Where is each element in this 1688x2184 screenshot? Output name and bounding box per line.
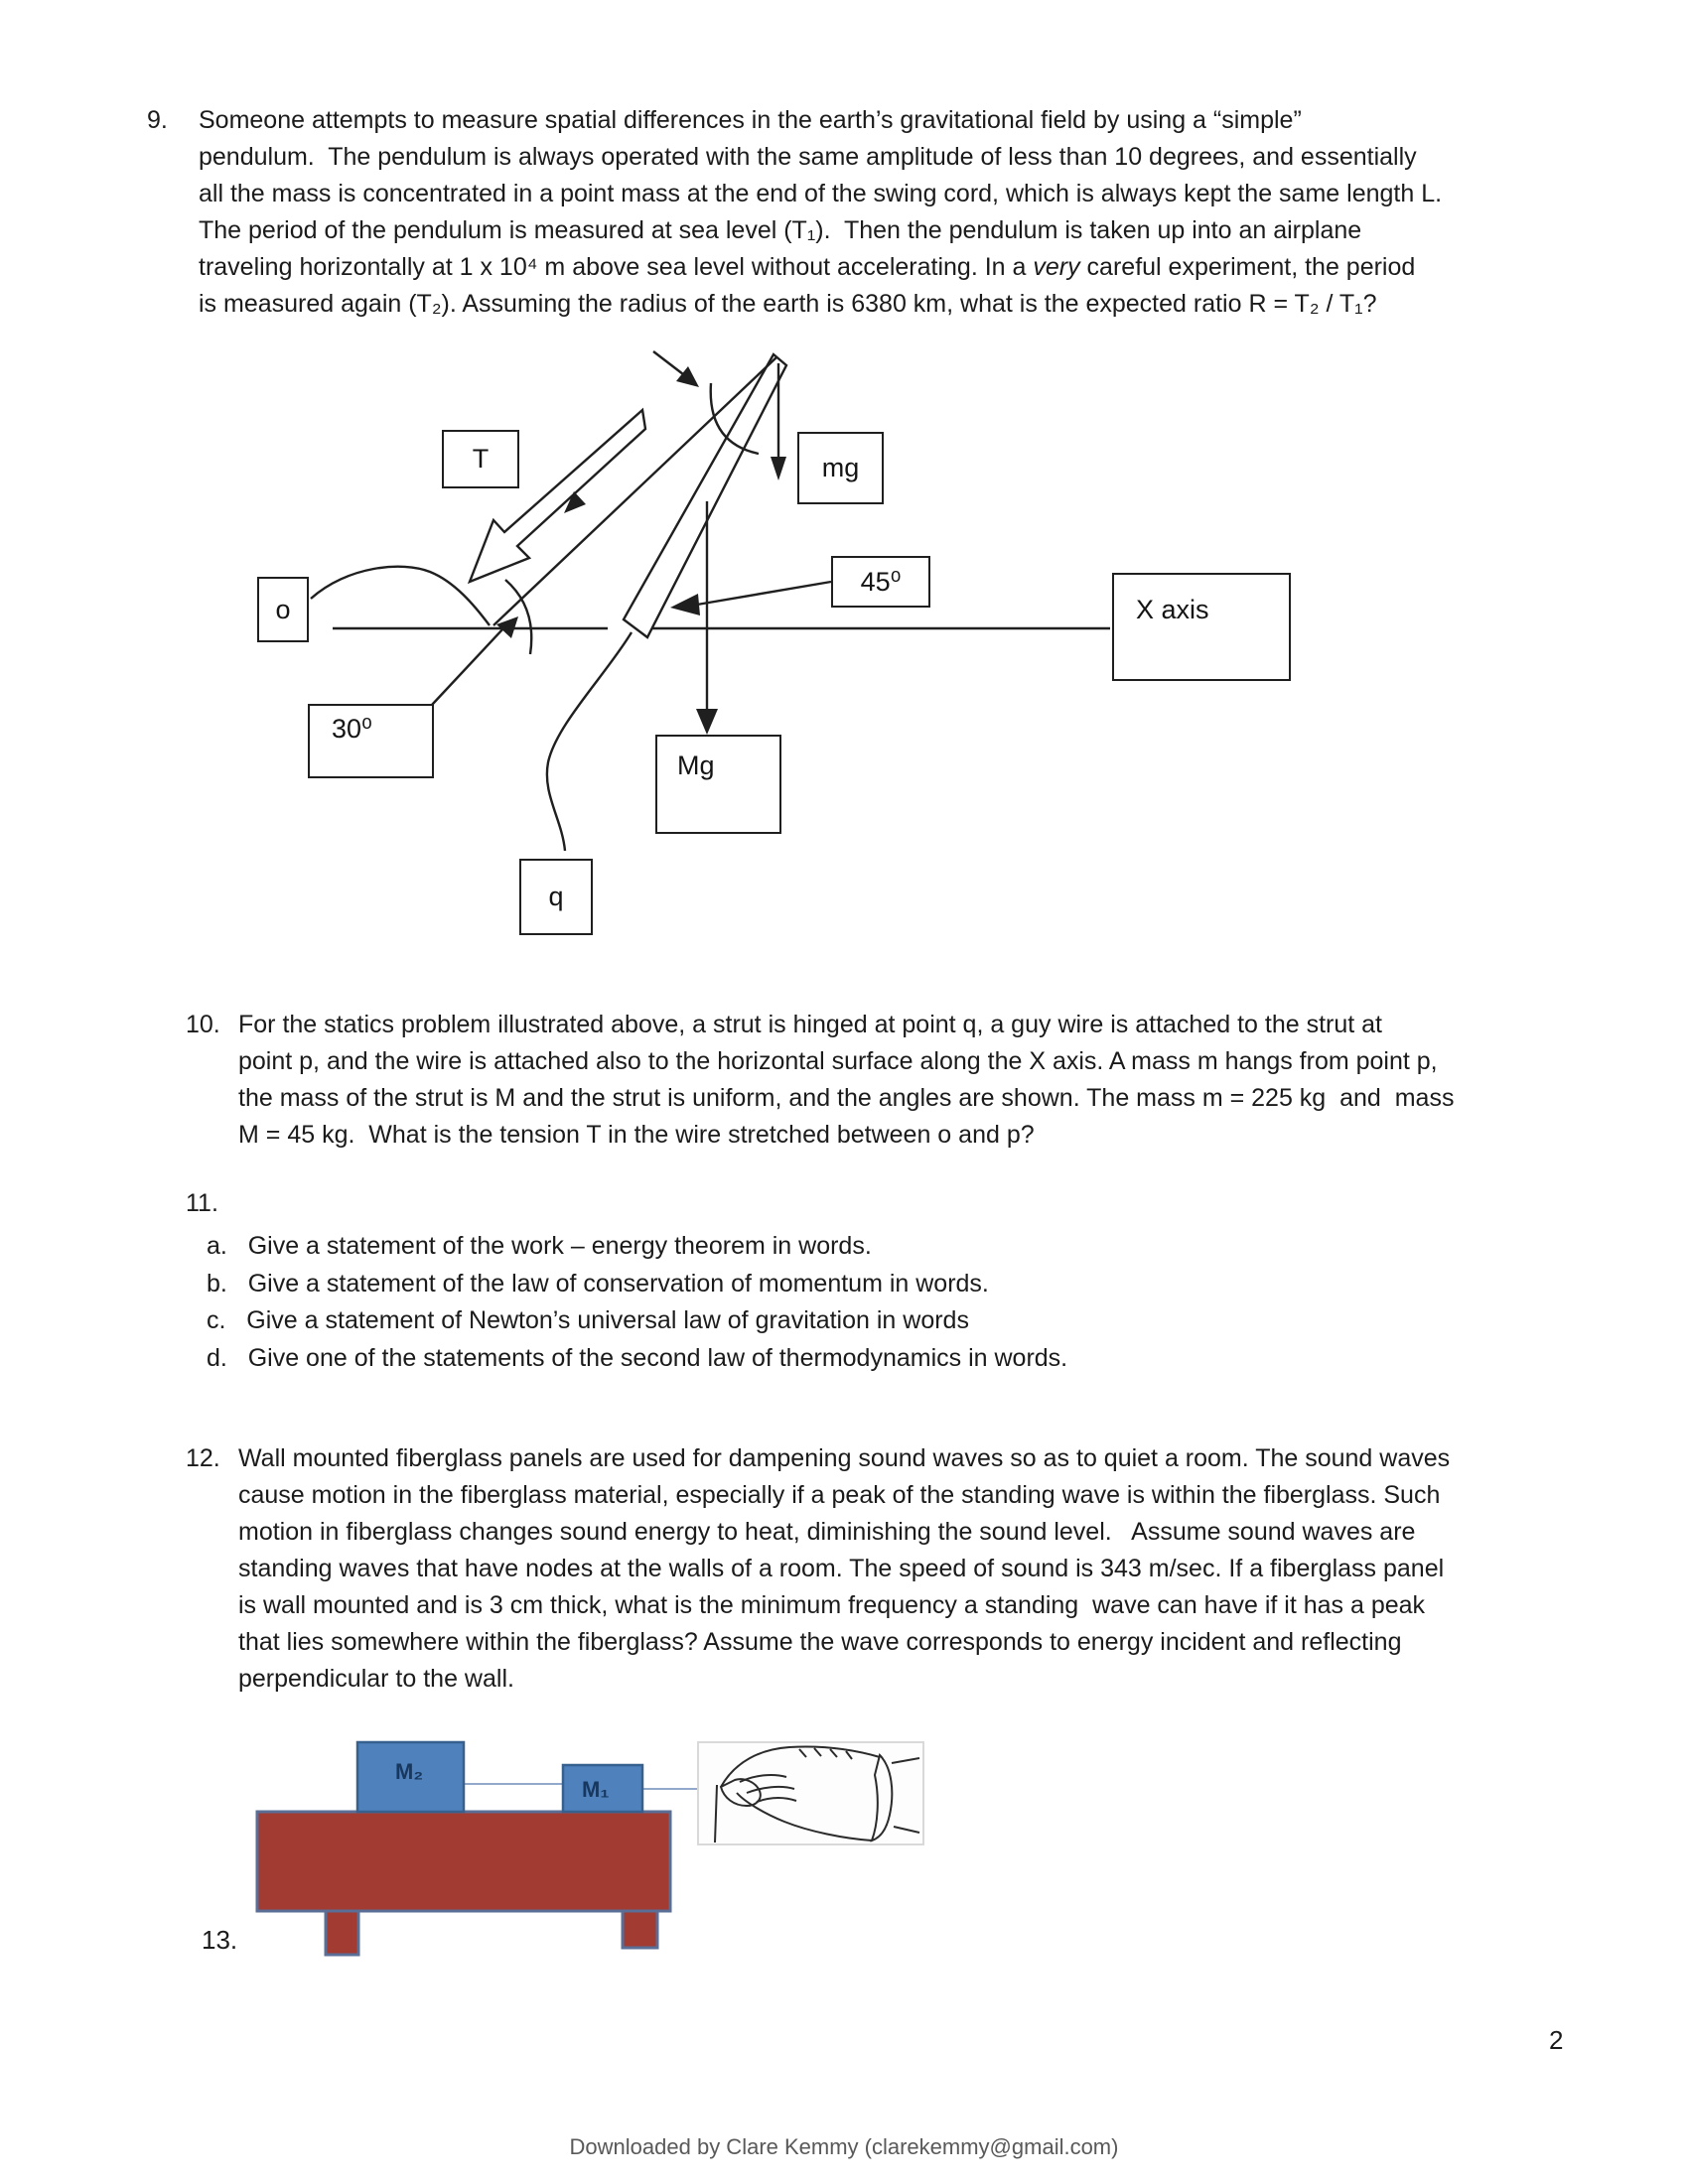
- hand-illustration-frame: [697, 1741, 924, 1845]
- wire-arrowhead: [564, 491, 586, 513]
- table-rect: [255, 1810, 672, 1913]
- pivot-arrowhead: [676, 366, 699, 387]
- text-line: perpendicular to the wall.: [238, 1665, 514, 1693]
- problem-13-number: 13.: [202, 1925, 238, 1955]
- mg-arrowhead: [771, 457, 786, 480]
- label-box-q: q: [519, 859, 593, 935]
- strut-bar: [622, 352, 788, 639]
- text-line: is measured again (T₂). Assuming the rad…: [199, 290, 1377, 318]
- problem-12: Wall mounted fiberglass panels are used …: [238, 1440, 1450, 1698]
- list-item: d. Give one of the statements of the sec…: [207, 1340, 1067, 1378]
- problem-11-number: 11.: [186, 1189, 218, 1217]
- list-item: a. Give a statement of the work – energy…: [207, 1228, 1067, 1266]
- text-line: traveling horizontally at 1 x 10⁴ m abov…: [199, 249, 1442, 286]
- text-line: all the mass is concentrated in a point …: [199, 180, 1443, 207]
- italic-text: very: [1033, 253, 1080, 281]
- m1-label: M₁: [582, 1777, 610, 1802]
- block-m1: [561, 1763, 644, 1814]
- list-text: Give a statement of the work – energy th…: [247, 1232, 872, 1260]
- text-line: point p, and the wire is attached also t…: [238, 1047, 1438, 1075]
- text-line: M = 45 kg. What is the tension T in the …: [238, 1121, 1035, 1149]
- guy-wire-line: [492, 356, 777, 626]
- angle-45-arrowhead: [670, 594, 700, 615]
- text-line: Wall mounted fiberglass panels are used …: [238, 1444, 1451, 1472]
- text-line: pendulum. The pendulum is always operate…: [199, 143, 1417, 171]
- table-leg-left: [324, 1909, 360, 1957]
- label-box-Mg: Mg: [655, 735, 781, 834]
- text-line: motion in fiberglass changes sound energ…: [238, 1518, 1416, 1546]
- problem-10-number: 10.: [186, 1011, 220, 1038]
- text-line: For the statics problem illustrated abov…: [238, 1011, 1382, 1038]
- label-box-angle-45: 45⁰: [831, 556, 930, 608]
- text-line: that lies somewhere within the fiberglas…: [238, 1628, 1402, 1656]
- label-box-angle-30: 30⁰: [308, 704, 434, 778]
- angle-arc-30: [504, 579, 533, 655]
- text-segment: traveling horizontally at 1 x 10⁴ m abov…: [199, 253, 1034, 281]
- strut-lower-curve: [545, 631, 633, 852]
- problem-10: For the statics problem illustrated abov…: [238, 1007, 1454, 1154]
- m2-label: M₂: [395, 1759, 424, 1784]
- problem-9: Someone attempts to measure spatial diff…: [199, 102, 1442, 323]
- problem-9-number: 9.: [147, 106, 168, 134]
- hand-illustration: [714, 1745, 920, 1843]
- angle-30-leader: [431, 627, 504, 706]
- text-line: is wall mounted and is 3 cm thick, what …: [238, 1591, 1426, 1619]
- label-box-mg: mg: [797, 432, 884, 504]
- list-text: Give a statement of Newton’s universal l…: [246, 1306, 969, 1334]
- page-number: 2: [1549, 2025, 1564, 2055]
- list-text: Give a statement of the law of conservat…: [247, 1269, 989, 1297]
- list-marker: b.: [207, 1269, 227, 1297]
- wire-anchor-curve: [310, 565, 491, 626]
- text-line: the mass of the strut is M and the strut…: [238, 1084, 1455, 1112]
- label-box-x-axis: X axis: [1112, 573, 1291, 681]
- tension-block-arrow: [467, 407, 647, 585]
- download-footer: Downloaded by Clare Kemmy (clarekemmy@gm…: [569, 2134, 1119, 2159]
- text-line: The period of the pendulum is measured a…: [199, 216, 1362, 244]
- pivot-arrow: [652, 350, 684, 375]
- label-box-o: o: [257, 577, 309, 642]
- angle-45-leader: [696, 580, 832, 607]
- list-marker: a.: [207, 1232, 227, 1260]
- angle-30-arrowhead: [496, 616, 518, 638]
- text-line: standing waves that have nodes at the wa…: [238, 1555, 1445, 1582]
- text-line: Someone attempts to measure spatial diff…: [199, 106, 1302, 134]
- label-box-tension-T: T: [442, 430, 519, 488]
- list-item: b. Give a statement of the law of conser…: [207, 1266, 1067, 1303]
- list-marker: d.: [207, 1343, 227, 1372]
- block-m2: [355, 1740, 466, 1814]
- problem-11: a. Give a statement of the work – energy…: [207, 1228, 1067, 1377]
- angle-arc-top: [709, 382, 760, 456]
- list-text: Give one of the statements of the second…: [247, 1343, 1068, 1372]
- text-segment: careful experiment, the period: [1079, 253, 1416, 281]
- list-item: c. Give a statement of Newton’s universa…: [207, 1302, 1067, 1340]
- list-marker: c.: [207, 1306, 226, 1334]
- problem-12-number: 12.: [186, 1444, 220, 1472]
- text-line: cause motion in the fiberglass material,…: [238, 1481, 1441, 1509]
- weight-arrowhead-Mg: [696, 709, 718, 735]
